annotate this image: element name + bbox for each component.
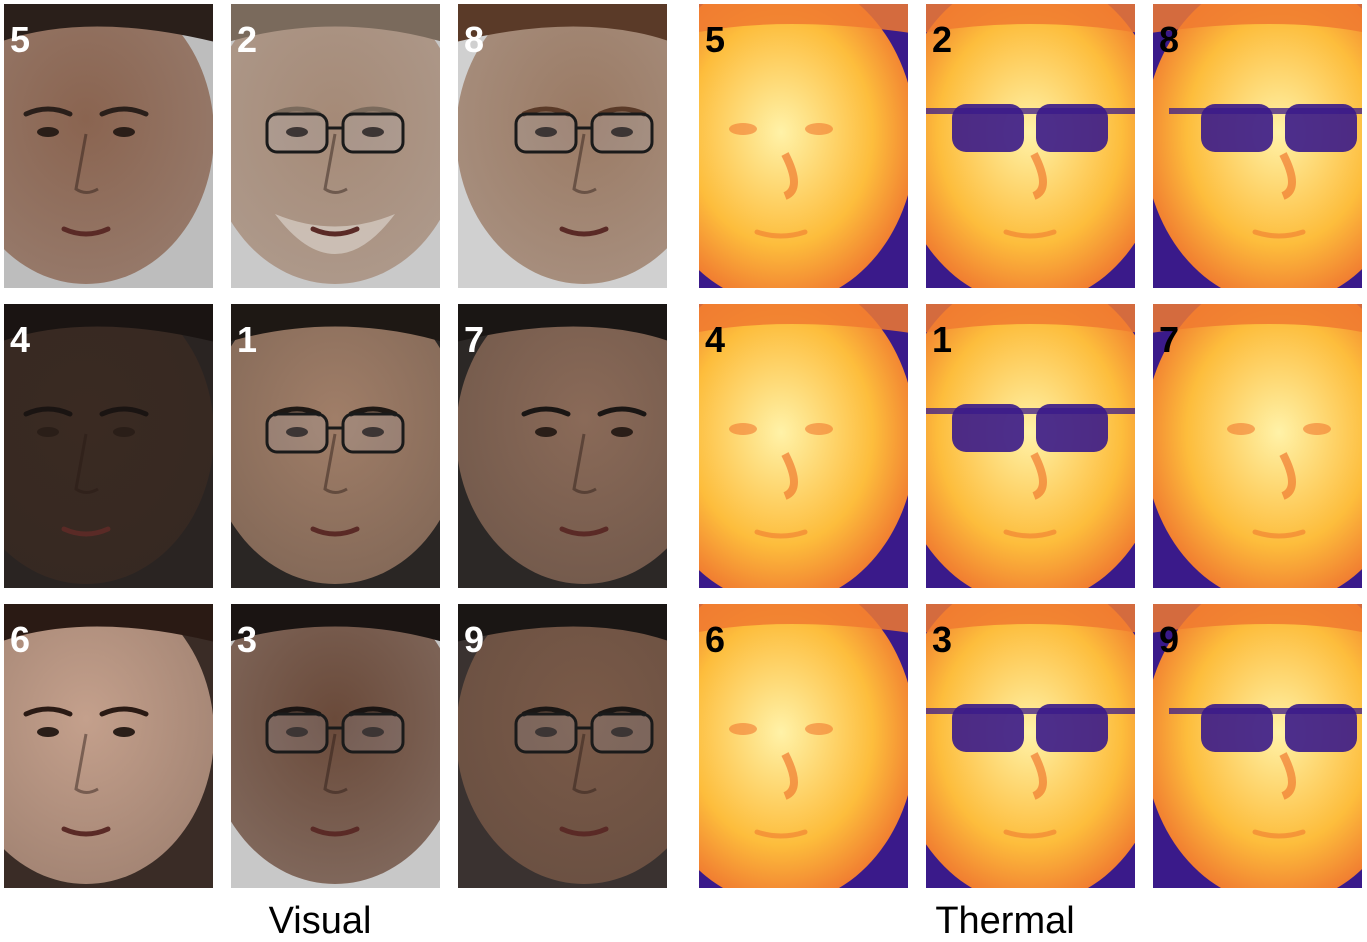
subject-number: 2 <box>932 19 953 60</box>
thermal-face-tile: 1 <box>926 304 1135 588</box>
visual-face-tile: 5 <box>4 4 213 288</box>
thermal-face-tile: 6 <box>699 604 908 888</box>
subject-number: 1 <box>237 319 258 360</box>
thermal-face-tile: 5 <box>699 4 908 288</box>
visual-face-photo <box>4 4 213 288</box>
visual-face-photo <box>231 604 440 888</box>
thermal-face-image <box>926 604 1135 888</box>
subject-number: 8 <box>464 19 485 60</box>
thermal-face-image <box>699 4 908 288</box>
subject-number: 7 <box>1159 319 1180 360</box>
thermal-face-image <box>1153 604 1362 888</box>
visual-face-photo <box>231 4 440 288</box>
visual-face-tile: 9 <box>458 604 667 888</box>
subject-number: 1 <box>932 319 953 360</box>
thermal-face-tile: 2 <box>926 4 1135 288</box>
thermal-face-image <box>926 4 1135 288</box>
thermal-face-image <box>699 604 908 888</box>
subject-number: 6 <box>705 619 726 660</box>
thermal-face-image <box>1153 4 1362 288</box>
thermal-face-image <box>1153 304 1362 588</box>
subject-number: 4 <box>705 319 726 360</box>
visual-face-photo <box>458 4 667 288</box>
visual-face-photo <box>458 304 667 588</box>
thermal-group-label: Thermal <box>935 900 1075 942</box>
thermal-face-tile: 7 <box>1153 304 1362 588</box>
subject-number: 5 <box>705 19 726 60</box>
subject-number: 3 <box>237 619 258 660</box>
thermal-face-tile: 4 <box>699 304 908 588</box>
visual-face-tile: 2 <box>231 4 440 288</box>
visual-face-photo <box>4 604 213 888</box>
thermal-face-image <box>699 304 908 588</box>
subject-number: 4 <box>10 319 31 360</box>
thermal-face-image <box>926 304 1135 588</box>
visual-face-grid: 5 2 8 4 1 7 6 3 9 <box>4 4 667 888</box>
subject-number: 6 <box>10 619 31 660</box>
subject-number: 9 <box>1159 619 1180 660</box>
subject-number: 9 <box>464 619 485 660</box>
thermal-face-grid: 5 2 8 4 1 7 6 3 9 <box>699 4 1362 888</box>
visual-face-photo <box>231 304 440 588</box>
visual-face-tile: 7 <box>458 304 667 588</box>
thermal-face-tile: 3 <box>926 604 1135 888</box>
visual-face-tile: 6 <box>4 604 213 888</box>
subject-number: 8 <box>1159 19 1180 60</box>
visual-face-tile: 1 <box>231 304 440 588</box>
thermal-face-tile: 8 <box>1153 4 1362 288</box>
visual-face-photo <box>458 604 667 888</box>
visual-face-photo <box>4 304 213 588</box>
visual-face-tile: 4 <box>4 304 213 588</box>
subject-number: 7 <box>464 319 485 360</box>
subject-number: 2 <box>237 19 258 60</box>
visual-face-tile: 3 <box>231 604 440 888</box>
visual-face-tile: 8 <box>458 4 667 288</box>
subject-number: 3 <box>932 619 953 660</box>
thermal-face-tile: 9 <box>1153 604 1362 888</box>
subject-number: 5 <box>10 19 31 60</box>
visual-group-label: Visual <box>268 900 372 942</box>
